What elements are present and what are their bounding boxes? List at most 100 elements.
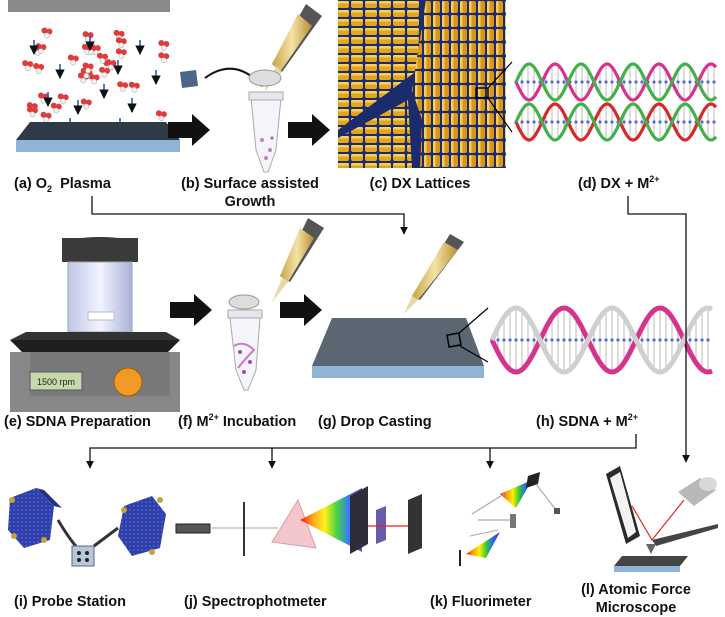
metal-ion [562, 338, 566, 342]
dna-strand [514, 102, 718, 142]
metal-ion [520, 120, 524, 124]
metal-ion [628, 338, 632, 342]
metal-ion [676, 80, 680, 84]
metal-ion [688, 120, 692, 124]
metal-ion [604, 80, 608, 84]
metal-ion [622, 120, 626, 124]
incubation-illustration [227, 218, 324, 391]
oxygen-atom [99, 66, 106, 73]
label-b-line2: Growth [225, 194, 276, 210]
metal-ion [604, 338, 608, 342]
metal-ion [700, 80, 704, 84]
metal-ion [598, 120, 602, 124]
metal-ion [688, 338, 692, 342]
metal-ion [652, 338, 656, 342]
oxygen-atom [38, 92, 45, 99]
metal-ion [556, 338, 560, 342]
metal-ion [502, 338, 506, 342]
metal-ion [604, 120, 608, 124]
metal-ion [550, 338, 554, 342]
metal-ion [556, 80, 560, 84]
oxygen-atom [101, 72, 108, 78]
metal-ion [706, 80, 710, 84]
substrate-a [16, 122, 180, 152]
metal-ion [658, 338, 662, 342]
metal-ion [652, 80, 656, 84]
oxygen-atom [83, 72, 90, 79]
oxygen-atom [82, 62, 89, 69]
dna-strand [489, 305, 713, 375]
metal-ion [628, 120, 632, 124]
metal-ion [574, 120, 578, 124]
substrate-chip [180, 70, 198, 88]
stirrer-illustration: 1500 rpm [10, 237, 180, 412]
label-k: (k) Fluorimeter [430, 594, 532, 610]
oxygen-atom [155, 110, 162, 117]
metal-ion [586, 80, 590, 84]
dx-lattice-image [338, 0, 513, 168]
metal-ion [658, 120, 662, 124]
metal-ion [682, 80, 686, 84]
label-e: (e) SDNA Preparation [4, 414, 151, 430]
oxygen-atom [29, 111, 36, 118]
metal-ion [616, 338, 620, 342]
oxygen-atom [88, 49, 94, 56]
label-h: (h) SDNA + M2+ [536, 412, 638, 430]
metal-ion [550, 120, 554, 124]
oxygen-atom [99, 57, 106, 64]
oxygen-atom [26, 102, 33, 109]
flow-connectors [86, 196, 690, 469]
oxygen-atom [118, 42, 125, 49]
rpm-display-text: 1500 rpm [37, 377, 75, 387]
oxygen-atom [97, 52, 104, 59]
metal-ion [640, 120, 644, 124]
oxygen-atom [41, 27, 48, 34]
oxygen-atom [43, 116, 49, 123]
metal-ion [676, 338, 680, 342]
oxygen-atom [38, 48, 44, 54]
dna-strand [514, 102, 718, 142]
oxygen-atom [113, 29, 120, 36]
label-i: (i) Probe Station [14, 594, 126, 610]
metal-ion [694, 338, 698, 342]
surface-growth-illustration [180, 4, 322, 173]
oxygen-atom [80, 67, 87, 74]
oxygen-atom [33, 62, 40, 69]
drop-casting-illustration [312, 234, 489, 378]
afm-illustration [606, 466, 718, 572]
label-f: (f) M2+ Incubation [178, 412, 296, 430]
oxygen-atom [108, 64, 114, 71]
metal-ion [526, 338, 530, 342]
oxygen-molecules [22, 27, 170, 133]
metal-ion [652, 120, 656, 124]
metal-ion [514, 338, 518, 342]
step-labels: (a) O2 Plasma (b) Surface assisted Growt… [4, 174, 691, 616]
oxygen-atom [83, 103, 90, 110]
plasma-source-plate [8, 0, 170, 12]
rpm-display [29, 371, 83, 391]
oxygen-atom [67, 54, 74, 61]
dna-strand [514, 62, 718, 102]
oxygen-atom [70, 59, 77, 66]
oxygen-atom [22, 60, 29, 67]
oxygen-atom [40, 97, 47, 104]
metal-ion [598, 338, 602, 342]
metal-ion [526, 120, 530, 124]
oxygen-atom [115, 37, 122, 44]
metal-ion [544, 80, 548, 84]
metal-ion [700, 120, 704, 124]
oxygen-atom [80, 98, 87, 105]
step-arrow-e-f [170, 294, 212, 326]
fluorimeter-illustration [459, 472, 560, 566]
metal-ion [568, 338, 572, 342]
oxygen-atom [118, 53, 125, 60]
metal-ion [640, 80, 644, 84]
metal-ion [532, 338, 536, 342]
metal-ion [658, 80, 662, 84]
oxygen-atom [40, 111, 47, 118]
metal-ion [496, 338, 500, 342]
oxygen-atom [158, 40, 165, 47]
sample-chip [71, 545, 95, 567]
oxygen-atom [158, 52, 165, 59]
metal-ion [508, 338, 512, 342]
